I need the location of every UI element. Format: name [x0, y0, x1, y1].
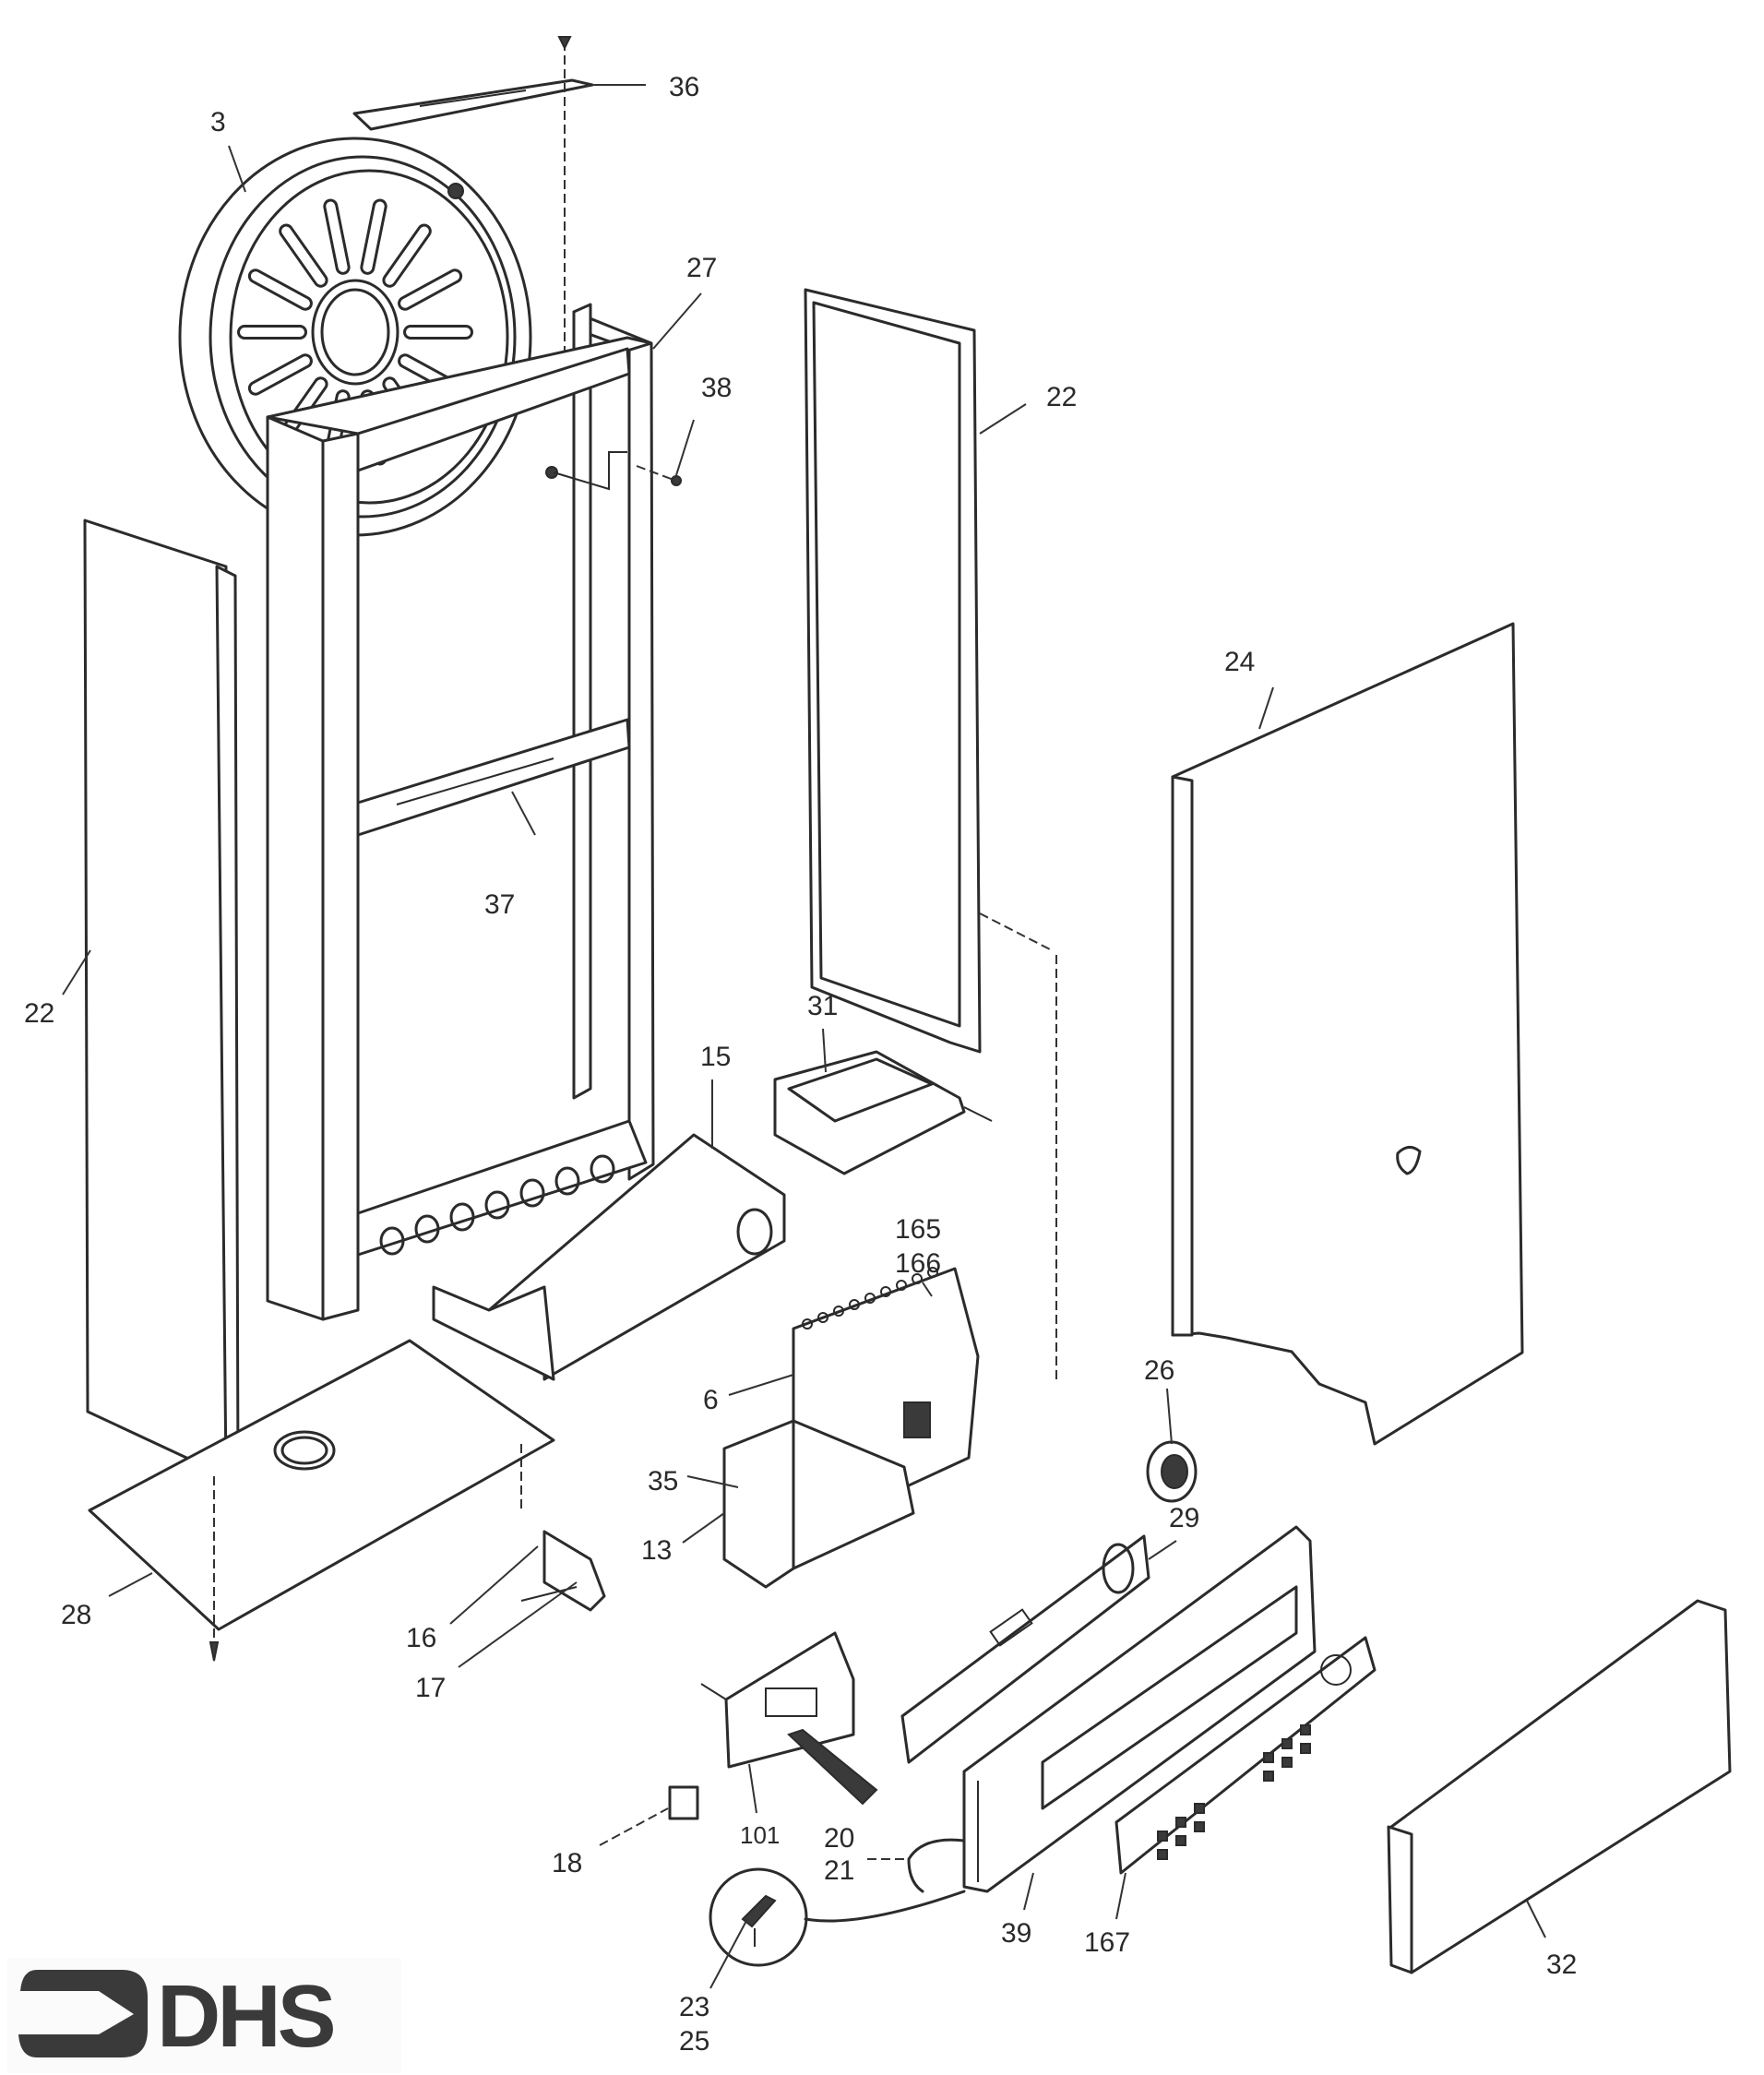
label-part-6: 6	[703, 1385, 719, 1415]
frame-hole	[554, 1166, 580, 1196]
overlay-key	[1194, 1803, 1205, 1814]
label-part-101: 101	[740, 1821, 780, 1849]
connector-pin	[896, 1280, 907, 1291]
label-part-35: 35	[648, 1466, 678, 1497]
label-part-15: 15	[700, 1042, 731, 1072]
overlay-key	[1194, 1821, 1205, 1832]
part-29-display-bezel	[900, 1534, 1177, 1764]
label-part-22-left: 22	[24, 998, 54, 1029]
logo-text: DHS	[157, 1967, 334, 2066]
dashed-connector	[979, 912, 1057, 1384]
label-part-166: 166	[895, 1248, 941, 1279]
label-part-21: 21	[824, 1855, 854, 1886]
overlay-key	[1263, 1752, 1274, 1763]
fan-slot	[400, 271, 460, 308]
part-32-lower-door	[1387, 1599, 1732, 1974]
frame-hole	[590, 1154, 615, 1184]
connector-pin	[802, 1318, 813, 1330]
fan-slot	[326, 201, 348, 272]
label-part-29: 29	[1169, 1503, 1199, 1533]
part-39-fascia	[962, 1525, 1317, 1911]
part-167-overlay	[1114, 1636, 1377, 1920]
label-part-23: 23	[679, 1992, 709, 2022]
arrow-right-logo-icon	[18, 1970, 148, 2057]
overlay-key	[1281, 1757, 1293, 1768]
connector-pin	[849, 1299, 860, 1310]
connector-pin	[833, 1306, 844, 1317]
overlay-key	[1300, 1743, 1311, 1754]
label-part-25: 25	[679, 2026, 709, 2057]
screw-top	[557, 36, 572, 374]
connector-pin	[880, 1286, 891, 1297]
label-part-38: 38	[701, 373, 732, 403]
fan-slot	[250, 271, 310, 308]
label-part-165: 165	[895, 1214, 941, 1245]
label-part-18: 18	[552, 1848, 582, 1878]
overlay-key	[1157, 1849, 1168, 1860]
fan-slot	[281, 226, 326, 285]
label-part-17: 17	[415, 1673, 446, 1703]
frame-hole	[484, 1190, 510, 1220]
label-part-20: 20	[824, 1823, 854, 1854]
connector-pin	[912, 1273, 923, 1284]
label-part-26: 26	[1144, 1355, 1174, 1386]
label-part-24: 24	[1224, 647, 1255, 677]
label-part-27: 27	[686, 253, 717, 283]
part-36-top-bracket	[352, 78, 646, 131]
part-15-tray	[432, 1079, 786, 1381]
label-part-37: 37	[484, 889, 515, 920]
part-16-17-terminal-block	[449, 1444, 606, 1668]
label-part-31: 31	[807, 991, 838, 1021]
part-22-right-side-panel	[804, 288, 1027, 1054]
fan-slot	[385, 226, 429, 285]
label-part-36: 36	[669, 72, 699, 102]
label-part-3: 3	[210, 107, 226, 137]
overlay-key	[1300, 1724, 1311, 1735]
label-part-16: 16	[406, 1623, 436, 1653]
overlay-key	[1175, 1835, 1186, 1846]
fan-slot	[250, 356, 310, 393]
overlay-key	[1263, 1771, 1274, 1782]
overlay-key	[1281, 1738, 1293, 1749]
part-labels: 3 36 27 38 22 22 37 24 31 15 165 166 6 2…	[24, 72, 1577, 2057]
part-23-25-detail	[709, 1867, 966, 1989]
label-part-32: 32	[1546, 1950, 1577, 1980]
part-20-21-cable-clamp	[867, 1838, 966, 1893]
connector-pin	[864, 1293, 876, 1304]
part-18-clip	[599, 1785, 699, 1846]
overlay-key	[1157, 1831, 1168, 1842]
part-6-pcb-housing	[682, 1267, 980, 1589]
part-28-base-plate	[88, 1339, 555, 1662]
part-101-pcb	[700, 1631, 878, 1814]
label-part-39: 39	[1001, 1918, 1031, 1949]
part-31-cover	[773, 1028, 993, 1175]
part-27-frame	[266, 292, 702, 1321]
part-26-knob	[1146, 1388, 1198, 1503]
frame-hole	[519, 1178, 545, 1208]
frame-hole	[379, 1226, 405, 1256]
label-part-167: 167	[1084, 1927, 1130, 1958]
part-24-front-panel	[1171, 622, 1524, 1446]
part-22-left-side-panel	[62, 519, 240, 1478]
label-part-13: 13	[641, 1535, 672, 1566]
connector-pin	[927, 1267, 938, 1278]
dhs-logo: DHS	[7, 1958, 401, 2073]
connector-pin	[817, 1312, 828, 1323]
frame-hole	[414, 1214, 440, 1244]
label-part-28: 28	[61, 1600, 91, 1630]
fan-slot	[363, 201, 385, 272]
label-part-22-right: 22	[1046, 382, 1077, 412]
frame-hole	[449, 1202, 475, 1232]
overlay-key	[1175, 1817, 1186, 1828]
